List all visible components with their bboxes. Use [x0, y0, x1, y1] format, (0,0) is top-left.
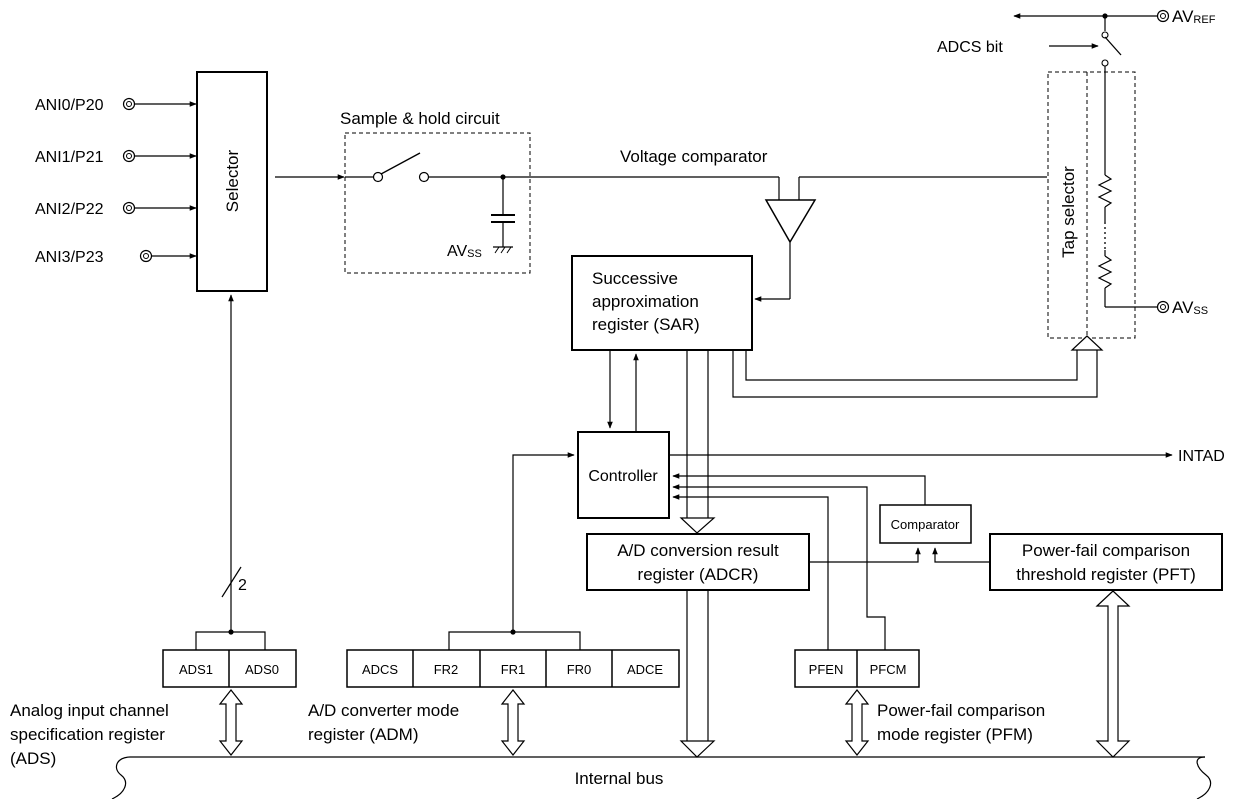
- tap-selector: Tap selector: [1047, 71, 1136, 339]
- ani3-label: ANI3/P23: [35, 249, 104, 266]
- avss-right-label: AVSS: [1172, 298, 1208, 317]
- pft-register: Power-fail comparison threshold register…: [989, 533, 1223, 591]
- sar-label-1: Successive: [592, 269, 678, 288]
- adcr-label-1: A/D conversion result: [617, 541, 779, 560]
- ads-bit-ads1: ADS1: [179, 662, 213, 677]
- sample-hold-circuit: Sample & hold circuit AVSS: [340, 109, 531, 274]
- adcr-register: A/D conversion result register (ADCR): [586, 533, 810, 591]
- ads-label-3: (ADS): [10, 749, 56, 768]
- bus-width-label: 2: [238, 577, 247, 594]
- sample-hold-title: Sample & hold circuit: [340, 109, 500, 128]
- sar-label-3: register (SAR): [592, 315, 700, 334]
- voltage-comparator-label: Voltage comparator: [620, 147, 768, 166]
- controller-label: Controller: [588, 468, 658, 485]
- pfm-register: PFEN PFCM Power-fail comparison mode reg…: [672, 484, 1045, 756]
- adm-label-2: register (ADM): [308, 725, 419, 744]
- adcr-label-2: register (ADCR): [638, 565, 759, 584]
- controller-block: Controller: [577, 431, 670, 519]
- voltage-comparator: Voltage comparator: [620, 147, 1047, 302]
- ads-label-1: Analog input channel: [10, 701, 169, 720]
- comparator-to-controller-line: [672, 473, 926, 505]
- internal-bus-label: Internal bus: [575, 769, 664, 788]
- ani1-label: ANI1/P21: [35, 149, 104, 166]
- adm-bit-fr2: FR2: [434, 662, 459, 677]
- sar-to-adcr-bus: [679, 350, 716, 534]
- adm-bit-fr1: FR1: [501, 662, 526, 677]
- sar-to-tap-bus: [732, 335, 1104, 398]
- ads-register: ADS1 ADS0 Analog input channel specifica…: [10, 629, 297, 768]
- comparator-label: Comparator: [891, 517, 960, 532]
- pft-label-2: threshold register (PFT): [1016, 565, 1196, 584]
- adm-label-1: A/D converter mode: [308, 701, 459, 720]
- bus-width-slash: [221, 566, 242, 598]
- analog-input-ani3: ANI3/P23: [35, 249, 197, 266]
- sample-switch: [380, 152, 421, 175]
- pft-label-1: Power-fail comparison: [1022, 541, 1190, 560]
- pft-bus-arrow: [1095, 590, 1131, 758]
- analog-input-ani0: ANI0/P20: [35, 97, 197, 114]
- ani0-label: ANI0/P20: [35, 97, 104, 114]
- adm-bit-adcs: ADCS: [362, 662, 398, 677]
- pfm-bit-pfen: PFEN: [809, 662, 844, 677]
- adcr-to-bus-arrow: [679, 590, 716, 758]
- pfm-label-1: Power-fail comparison: [877, 701, 1045, 720]
- resistor-ladder: AVSS: [1097, 66, 1208, 317]
- pfm-label-2: mode register (PFM): [877, 725, 1033, 744]
- adcs-switch: [1104, 36, 1122, 56]
- power-fail-comparator: Comparator: [879, 504, 972, 544]
- sh-avss-label: AVSS: [447, 243, 482, 260]
- sar-register: Successive approximation register (SAR): [571, 255, 753, 351]
- analog-input-ani2: ANI2/P22: [35, 201, 197, 218]
- internal-bus: Internal bus: [111, 756, 1212, 799]
- selector-label: Selector: [223, 149, 242, 212]
- adcr-to-comparator-line: [809, 547, 921, 563]
- ads-bit-ads0: ADS0: [245, 662, 279, 677]
- adm-register: ADCS FR2 FR1 FR0 ADCE A/D converter mode…: [308, 452, 680, 756]
- adcs-bit-label: ADCS bit: [937, 39, 1003, 56]
- avref-network: ADCS bit AVREF: [937, 7, 1216, 67]
- ani2-label: ANI2/P22: [35, 201, 104, 218]
- pft-to-comparator-line: [932, 547, 990, 563]
- pfm-bit-pfcm: PFCM: [870, 662, 907, 677]
- adm-bit-adce: ADCE: [627, 662, 663, 677]
- ads-label-2: specification register: [10, 725, 165, 744]
- analog-input-ani1: ANI1/P21: [35, 149, 197, 166]
- adm-bit-fr0: FR0: [567, 662, 592, 677]
- intad-label: INTAD: [1178, 448, 1225, 465]
- tap-selector-label: Tap selector: [1059, 166, 1078, 258]
- sar-label-2: approximation: [592, 292, 699, 311]
- avref-label: AVREF: [1172, 7, 1216, 26]
- selector-block: Selector: [196, 71, 268, 292]
